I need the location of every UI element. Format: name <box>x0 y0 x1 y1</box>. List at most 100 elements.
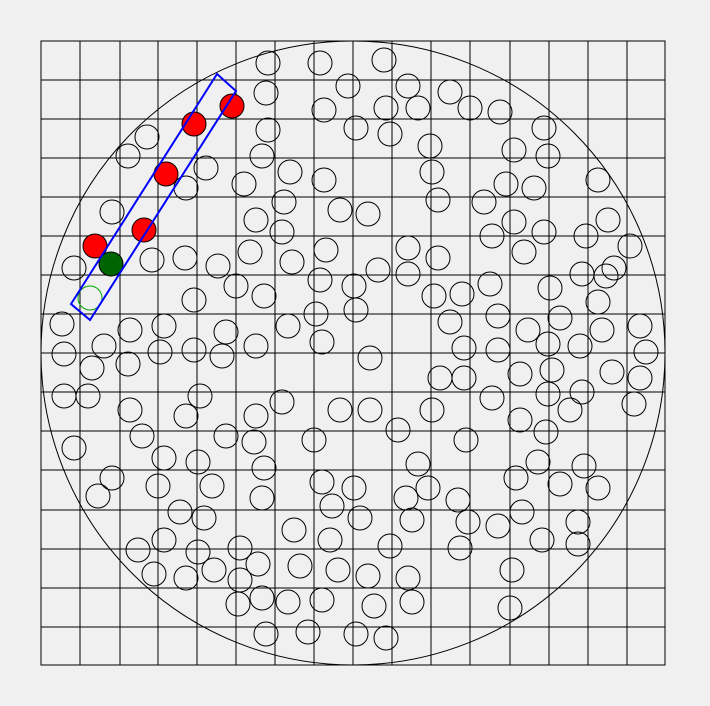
particle <box>245 551 271 577</box>
particle <box>145 473 171 499</box>
particle <box>595 207 621 233</box>
particle <box>343 115 369 141</box>
particle <box>271 189 297 215</box>
particle <box>85 483 111 509</box>
particle <box>347 505 373 531</box>
particle <box>361 593 387 619</box>
particle <box>187 383 213 409</box>
particle <box>115 143 141 169</box>
particle <box>479 385 505 411</box>
particle <box>301 427 327 453</box>
particle <box>565 509 591 535</box>
particle <box>539 357 565 383</box>
particle <box>115 351 141 377</box>
particle <box>269 219 295 245</box>
particle <box>507 407 533 433</box>
particle <box>327 397 353 423</box>
particle <box>485 513 511 539</box>
particle <box>621 391 647 417</box>
particle <box>445 487 471 513</box>
particle <box>117 397 143 423</box>
particle <box>365 257 391 283</box>
particle <box>151 445 177 471</box>
particle <box>393 485 419 511</box>
particle <box>571 453 597 479</box>
particle <box>275 589 301 615</box>
particle <box>243 207 269 233</box>
particle <box>277 159 303 185</box>
particle <box>373 95 399 121</box>
particle <box>61 255 87 281</box>
particle <box>405 451 431 477</box>
particle <box>241 429 267 455</box>
particle <box>167 499 193 525</box>
particle <box>585 289 611 315</box>
particle <box>227 567 253 593</box>
particle <box>139 247 165 273</box>
particle <box>255 50 281 76</box>
particle <box>593 263 619 289</box>
particle <box>567 333 593 359</box>
particle <box>191 505 217 531</box>
particle <box>355 201 381 227</box>
particle <box>181 337 207 363</box>
particle <box>279 249 305 275</box>
particle <box>437 309 463 335</box>
particle <box>601 255 627 281</box>
particle <box>303 301 329 327</box>
particle <box>335 73 361 99</box>
particle <box>341 475 367 501</box>
particle <box>399 507 425 533</box>
particle <box>319 493 345 519</box>
selection-box <box>69 72 238 322</box>
particle <box>275 313 301 339</box>
particle <box>307 267 333 293</box>
particle <box>231 171 257 197</box>
particle <box>237 239 263 265</box>
particle <box>311 167 337 193</box>
particle <box>565 531 591 557</box>
particle <box>253 621 279 647</box>
particle <box>533 419 559 445</box>
particle <box>343 621 369 647</box>
particle <box>633 339 659 365</box>
particle <box>477 271 503 297</box>
particle <box>501 137 527 163</box>
particle <box>537 275 563 301</box>
particle <box>417 133 443 159</box>
particle <box>487 99 513 125</box>
particle <box>585 167 611 193</box>
particle <box>147 339 173 365</box>
particle <box>399 589 425 615</box>
particle <box>569 261 595 287</box>
particle <box>251 283 277 309</box>
particle <box>173 565 199 591</box>
particle <box>225 591 251 617</box>
particle <box>249 585 275 611</box>
particle <box>419 159 445 185</box>
particle <box>499 557 525 583</box>
particle <box>151 527 177 553</box>
particle <box>457 95 483 121</box>
particle <box>419 397 445 423</box>
particle <box>355 563 381 589</box>
particle <box>199 473 225 499</box>
particle <box>117 317 143 343</box>
particle <box>227 535 253 561</box>
particle <box>129 423 155 449</box>
particle <box>589 317 615 343</box>
particle <box>295 619 321 645</box>
particle <box>485 303 511 329</box>
particle <box>343 297 369 323</box>
particle <box>309 469 335 495</box>
particle <box>385 417 411 443</box>
particle <box>327 197 353 223</box>
particle <box>547 471 573 497</box>
particle <box>447 535 473 561</box>
particle <box>455 509 481 535</box>
particle <box>209 343 235 369</box>
particle <box>255 117 281 143</box>
particle <box>515 317 541 343</box>
particle <box>357 397 383 423</box>
